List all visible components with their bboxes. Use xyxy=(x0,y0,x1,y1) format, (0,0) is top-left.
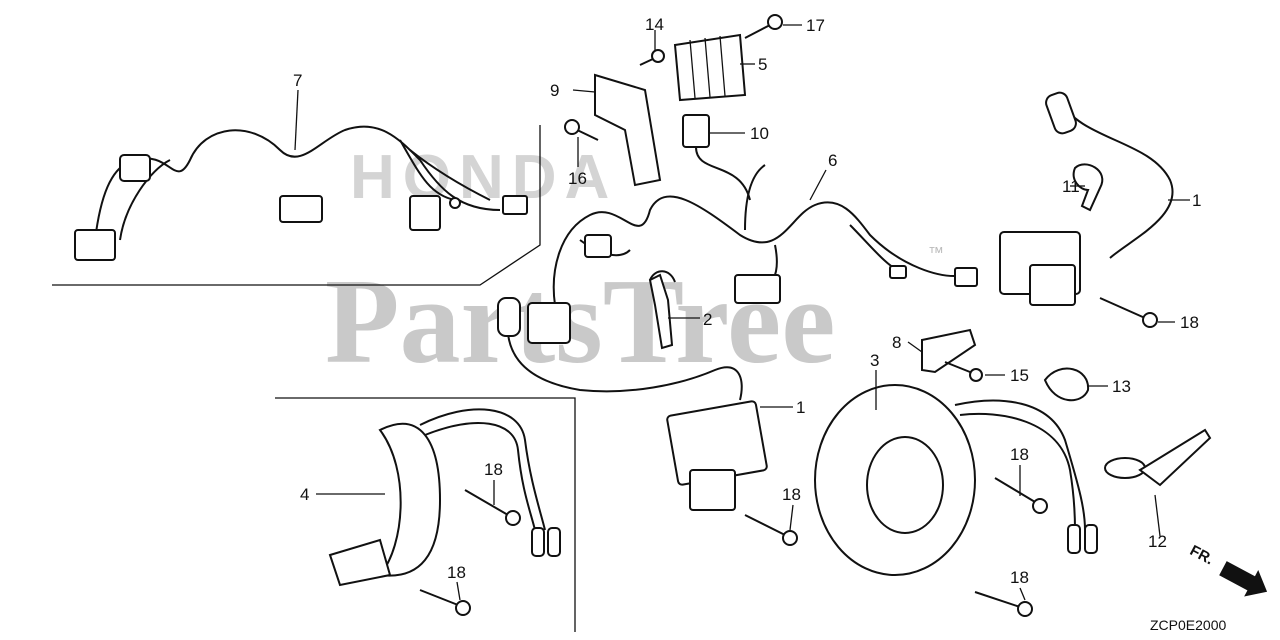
charge-coil-4[interactable] xyxy=(328,408,561,587)
callout-17: 17 xyxy=(806,16,825,35)
bolt-17[interactable] xyxy=(744,14,783,39)
callout-15: 15 xyxy=(1010,366,1029,385)
bolt-18-charge-lower[interactable] xyxy=(419,589,471,616)
callout-2: 2 xyxy=(703,310,712,329)
callout-9: 9 xyxy=(550,81,559,100)
ignition-coil-1-right[interactable] xyxy=(999,90,1174,306)
cable-tie-12[interactable] xyxy=(1104,428,1212,487)
callout-1-center: 1 xyxy=(796,398,805,417)
callout-18-charge-lower: 18 xyxy=(447,563,466,582)
callout-14: 14 xyxy=(645,15,664,34)
honda-watermark: HONDA xyxy=(350,143,617,212)
trademark-symbol: ™ xyxy=(928,245,944,262)
clamp-11[interactable] xyxy=(1072,163,1104,212)
direction-label: FR. xyxy=(1187,542,1216,568)
heat-sink-5[interactable] xyxy=(673,33,747,102)
bolt-18-stator-upper[interactable] xyxy=(994,477,1048,514)
callout-6: 6 xyxy=(828,151,837,170)
bolt-15[interactable] xyxy=(944,361,983,382)
harness-clip-2[interactable] xyxy=(648,270,676,350)
bolt-18-charge-upper[interactable] xyxy=(464,489,521,526)
connector-10[interactable] xyxy=(682,114,751,201)
wire-harness-7[interactable] xyxy=(74,125,528,261)
callout-5: 5 xyxy=(758,55,767,74)
callout-18-coil-right: 18 xyxy=(1180,313,1199,332)
callout-8: 8 xyxy=(892,333,901,352)
wire-harness-6[interactable] xyxy=(527,164,978,344)
callout-18-stator-lower: 18 xyxy=(1010,568,1029,587)
bolt-18-coil-right[interactable] xyxy=(1099,297,1158,328)
grommet-13[interactable] xyxy=(1043,367,1090,402)
front-direction-indicator: FR. xyxy=(1187,542,1268,597)
callout-11: 11 xyxy=(1062,177,1080,196)
stator-3[interactable] xyxy=(814,384,1098,576)
ignition-coil-1-center[interactable] xyxy=(497,297,768,511)
plate-8[interactable] xyxy=(921,328,977,374)
bolt-18-stator-lower[interactable] xyxy=(974,591,1033,617)
callout-1-right: 1 xyxy=(1192,191,1201,210)
diagram-code: ZCP0E2000 xyxy=(1150,617,1226,633)
section-line-left xyxy=(52,125,541,286)
callout-18-charge-upper: 18 xyxy=(484,460,503,479)
callout-10: 10 xyxy=(750,124,769,143)
bolt-16[interactable] xyxy=(564,119,599,141)
section-line-lower xyxy=(275,397,576,632)
callout-18-coil-center: 18 xyxy=(782,485,801,504)
callout-3: 3 xyxy=(870,351,879,370)
bracket-9[interactable] xyxy=(594,73,662,187)
leader-lines xyxy=(294,24,1190,601)
callout-13: 13 xyxy=(1112,377,1131,396)
bolt-14[interactable] xyxy=(639,49,665,66)
callout-12: 12 xyxy=(1148,532,1167,551)
bolt-18-coil-center[interactable] xyxy=(744,514,798,546)
callout-16: 16 xyxy=(568,169,587,188)
arrow-icon xyxy=(1219,561,1268,597)
callout-18-stator-upper: 18 xyxy=(1010,445,1029,464)
callout-7: 7 xyxy=(293,71,302,90)
callout-4: 4 xyxy=(300,485,309,504)
